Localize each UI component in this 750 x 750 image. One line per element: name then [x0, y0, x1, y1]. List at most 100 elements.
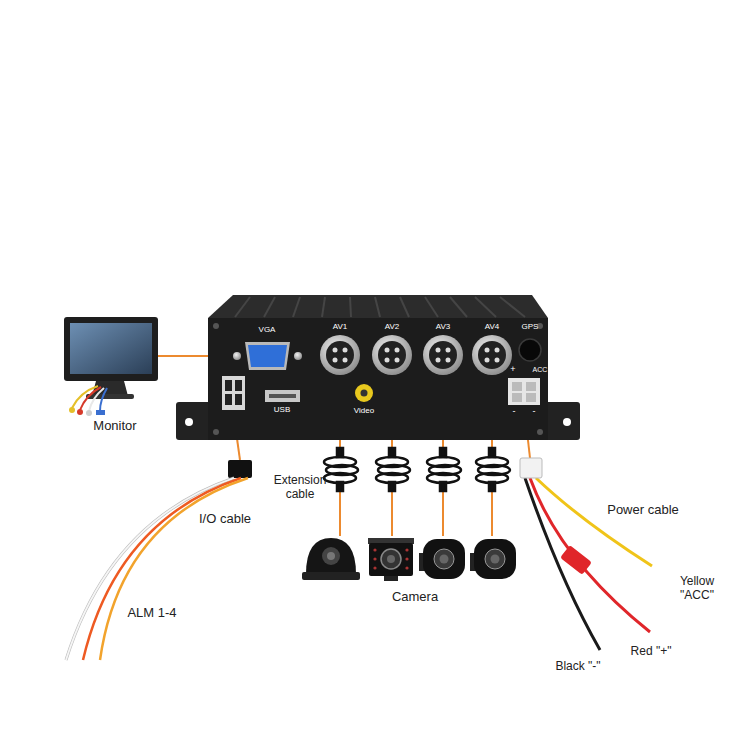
extension-cable — [389, 448, 395, 457]
power-port — [526, 393, 536, 402]
monitor-figure — [72, 386, 98, 408]
power-port — [526, 382, 536, 391]
vga-port — [233, 342, 302, 370]
extension-cable — [440, 482, 446, 491]
io-port — [225, 380, 232, 391]
dvr-body — [213, 323, 219, 329]
extension-cable — [476, 448, 510, 491]
dvr-body — [500, 297, 525, 317]
box-camera — [373, 548, 408, 569]
vga-port — [248, 345, 287, 367]
dvr-body — [293, 297, 300, 317]
wire-label: Black "-" — [555, 660, 600, 674]
extension-cable — [337, 482, 343, 491]
part-label: I/O cable — [199, 512, 251, 527]
monitor-figure — [64, 317, 158, 381]
av-connector — [378, 341, 406, 369]
power-port — [508, 378, 540, 405]
pin-label: + — [510, 364, 515, 374]
av-connector — [423, 335, 463, 375]
dome-camera — [306, 538, 356, 574]
dvr-body — [475, 297, 496, 317]
dvr-body — [322, 297, 325, 317]
box-camera — [387, 555, 395, 563]
dvr-body — [208, 295, 548, 318]
extension-cable — [489, 448, 495, 457]
port-label: AV1 — [333, 322, 348, 331]
io-cable — [66, 460, 252, 660]
av-connector — [485, 358, 490, 363]
gps-port — [519, 339, 541, 361]
av-connector — [320, 335, 360, 375]
side-camera — [474, 539, 516, 579]
side-camera — [434, 549, 454, 569]
side-camera — [440, 555, 449, 564]
pin-label: ACC — [533, 366, 548, 374]
box-camera — [373, 566, 376, 569]
av-connector — [343, 348, 348, 353]
dvr-body — [425, 297, 438, 317]
pin-label: - — [513, 406, 516, 416]
power-cable — [520, 458, 652, 650]
side-camera — [491, 555, 500, 564]
av-connector — [472, 335, 512, 375]
monitor-figure — [64, 317, 158, 416]
video-port — [355, 384, 373, 402]
extension-cable — [427, 448, 461, 491]
dvr-body — [350, 297, 351, 317]
av-connector — [429, 341, 457, 369]
power-cable — [525, 478, 600, 650]
av-connector — [372, 335, 412, 375]
av-connector — [472, 335, 512, 375]
video-port — [355, 384, 373, 402]
wire-label: Red "+" — [631, 645, 672, 659]
side-camera — [419, 539, 516, 579]
box-camera — [373, 557, 376, 560]
monitor-figure — [100, 388, 107, 411]
io-port — [225, 394, 232, 405]
power-port — [512, 382, 522, 391]
dvr-body — [213, 429, 219, 435]
dvr-body — [235, 297, 250, 317]
extension-cable — [389, 482, 395, 491]
io-cable — [100, 478, 248, 660]
leader-line — [491, 490, 493, 536]
av-connector — [385, 358, 390, 363]
av-connector — [395, 358, 400, 363]
box-camera — [405, 557, 408, 560]
av-connector — [320, 335, 512, 375]
av-connector — [320, 335, 360, 375]
power-cable — [536, 478, 652, 566]
av-connector — [485, 348, 490, 353]
av-connector — [446, 348, 451, 353]
av-connector — [478, 341, 506, 369]
power-cable — [530, 478, 650, 632]
leader-line — [339, 490, 341, 536]
port-label: USB — [274, 405, 290, 414]
av-connector — [343, 358, 348, 363]
part-label: Power cable — [607, 503, 679, 518]
side-camera — [419, 539, 465, 579]
box-camera — [381, 549, 401, 569]
av-connector — [495, 358, 500, 363]
av-connector — [333, 348, 338, 353]
box-camera — [373, 548, 376, 551]
io-cable — [83, 478, 241, 660]
dvr-body — [264, 297, 275, 317]
monitor-figure — [69, 407, 75, 413]
av-connector — [423, 335, 463, 375]
power-cable — [520, 458, 542, 478]
gps-port — [519, 339, 541, 361]
pin-label: - — [533, 406, 536, 416]
dome-camera — [327, 552, 335, 560]
video-port — [361, 390, 368, 397]
dvr-body — [208, 318, 548, 440]
av-connector — [436, 348, 441, 353]
monitor-figure — [86, 394, 134, 399]
monitor-figure — [77, 409, 83, 415]
leader-line — [442, 490, 444, 536]
port-label: AV4 — [485, 322, 500, 331]
dvr-body — [537, 429, 543, 435]
